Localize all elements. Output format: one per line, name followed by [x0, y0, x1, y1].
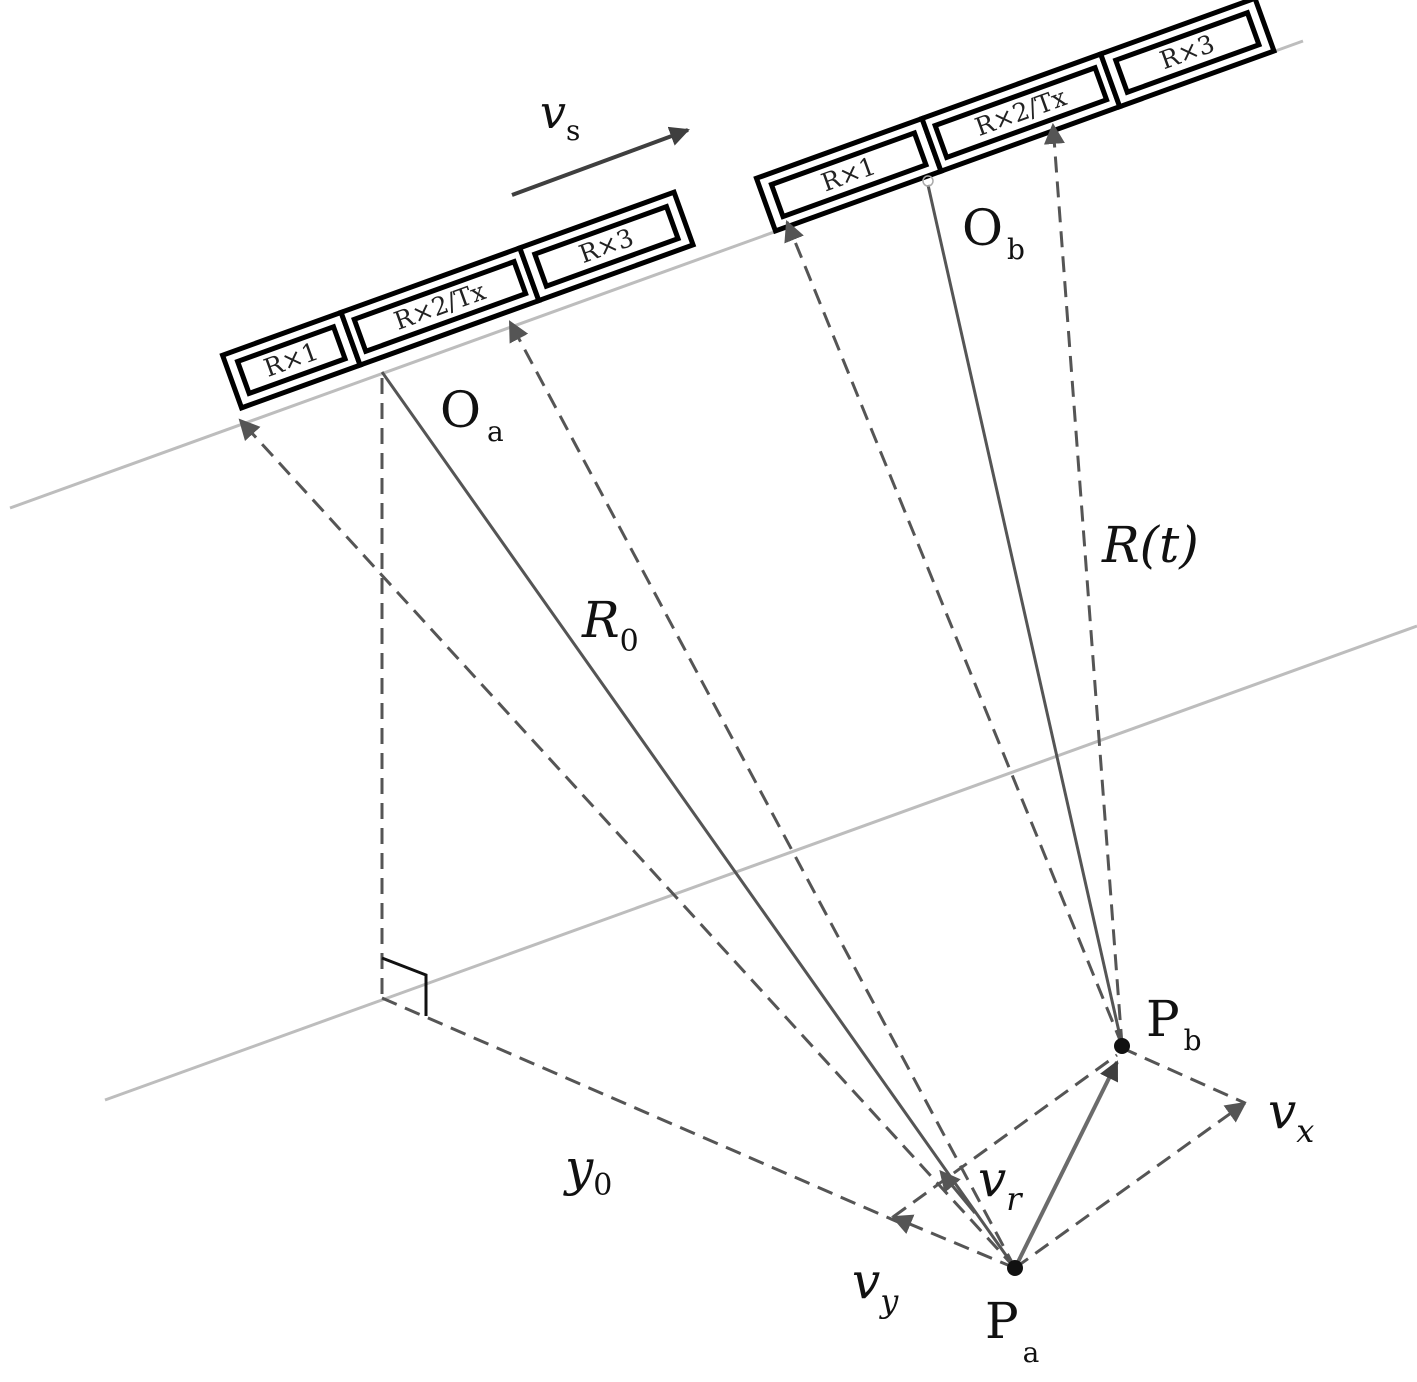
antenna-array-a: R×1 R×2/Tx R×3	[219, 189, 697, 412]
range-ob-line	[926, 184, 1124, 1046]
label-vx: vx	[1268, 1082, 1314, 1150]
vx-parallel-line	[892, 1053, 1118, 1219]
label-vy: vy	[852, 1252, 899, 1320]
label-pa: Pa	[985, 1292, 1039, 1369]
range-rx3-a-line	[508, 320, 1017, 1269]
range-rx1-b-line	[784, 220, 1124, 1046]
target-point-pa	[1007, 1260, 1023, 1276]
antenna-rx3-a: R×3	[516, 189, 697, 304]
antenna-rx1-b: R×1	[753, 115, 945, 235]
antenna-rx2-b: R×2/Tx	[918, 50, 1123, 175]
radial-velocity-vector	[939, 1169, 977, 1214]
range-rt-line	[1043, 122, 1124, 1046]
right-angle-marker	[381, 956, 428, 1016]
platform-velocity-arrow	[511, 126, 690, 197]
range-rx1-a-line	[238, 418, 1017, 1270]
label-r0: R0	[581, 591, 639, 659]
ground-range-line	[381, 996, 906, 1227]
label-rt: R(t)	[1101, 516, 1199, 574]
vy-component-line	[891, 1214, 1016, 1270]
target-velocity-vector	[1016, 1060, 1119, 1263]
target-point-pb	[1114, 1038, 1130, 1054]
antenna-rx1-a: R×1	[219, 309, 364, 412]
vx-component-line	[1014, 1101, 1247, 1270]
range-r0-line	[380, 371, 1017, 1269]
label-vs: vs	[540, 85, 580, 147]
antenna-rx2-a: R×2/Tx	[337, 244, 542, 369]
label-vr: vr	[978, 1150, 1023, 1218]
antenna-array-b: R×1 R×2/Tx R×3	[753, 0, 1278, 235]
phase-center-ob-marker	[922, 175, 934, 187]
label-y0: y0	[563, 1139, 612, 1203]
vy-parallel-line	[1121, 1046, 1246, 1105]
antenna-rx3-b: R×3	[1097, 0, 1278, 110]
track-line-middle	[104, 624, 1417, 1102]
